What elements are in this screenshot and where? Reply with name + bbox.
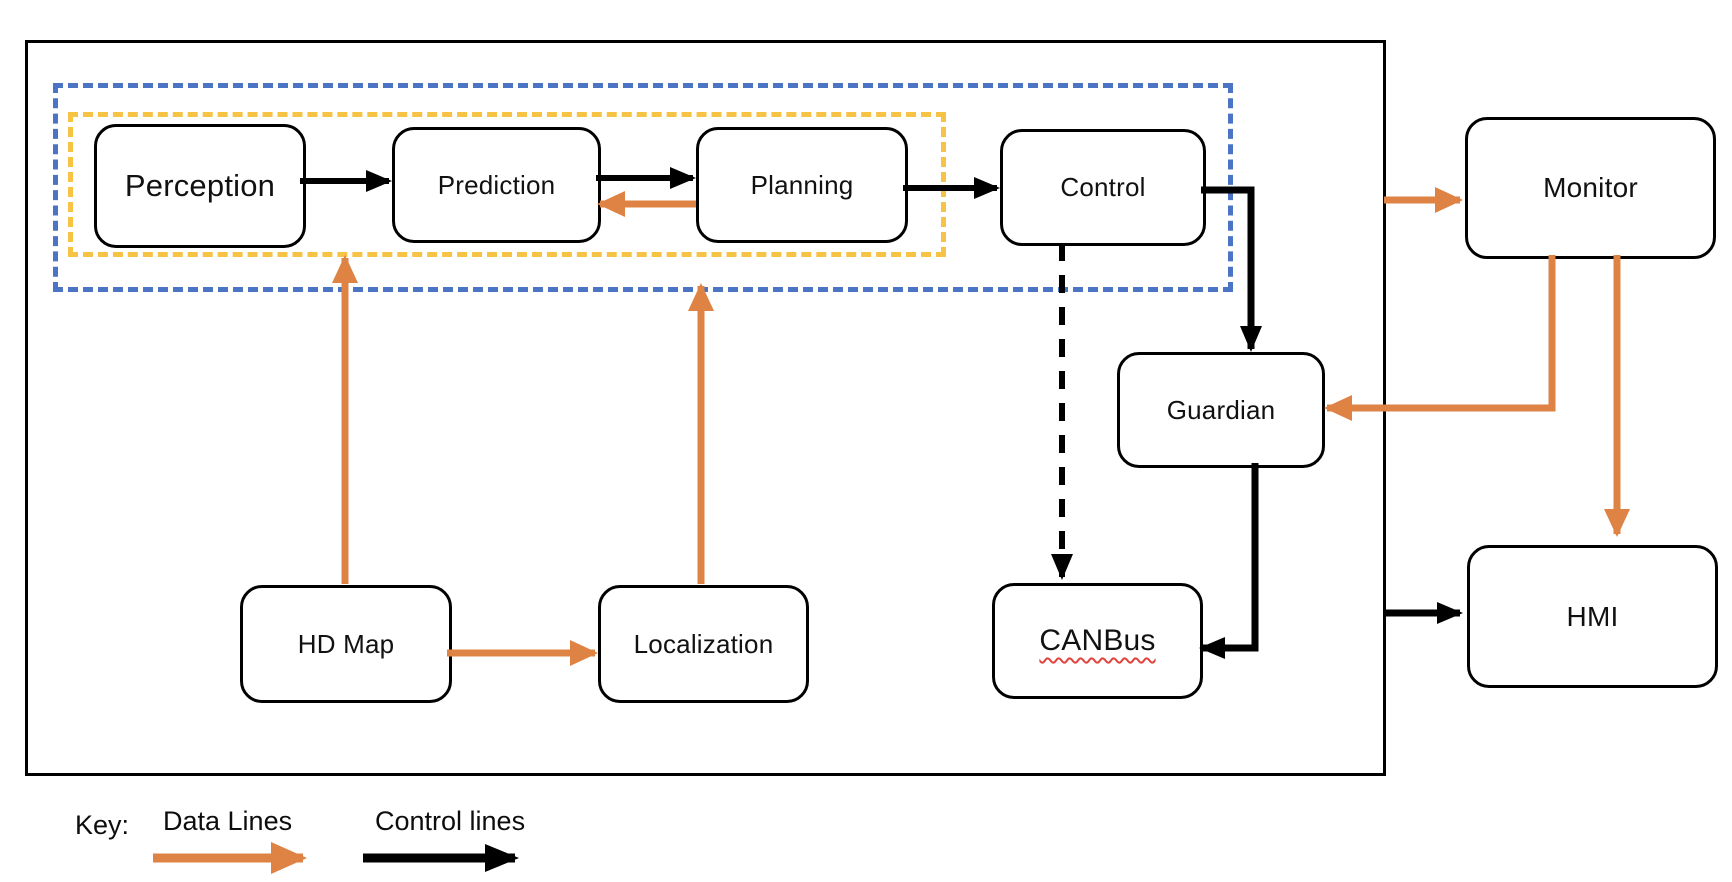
legend-control-lines-label: Control lines (375, 806, 526, 836)
node-hd-map: HD Map (240, 585, 452, 703)
node-guardian-label: Guardian (1166, 394, 1276, 425)
yellow-dashed-group-box (68, 112, 946, 257)
node-localization-label: Localization (633, 628, 774, 659)
node-hmi-label: HMI (1566, 600, 1619, 632)
node-control: Control (1000, 129, 1206, 246)
node-control-label: Control (1060, 172, 1146, 202)
node-hd-map-label: HD Map (297, 628, 395, 659)
node-prediction-label: Prediction (437, 169, 556, 200)
node-canbus-label: CANBus (1039, 624, 1156, 657)
legend-data-lines-label: Data Lines (163, 806, 293, 836)
legend-title: Key: (75, 810, 130, 840)
node-canbus: CANBus (992, 583, 1203, 699)
node-hmi: HMI (1467, 545, 1718, 688)
node-guardian: Guardian (1117, 352, 1325, 468)
node-perception: Perception (94, 124, 306, 248)
node-planning: Planning (696, 127, 908, 243)
node-monitor: Monitor (1465, 117, 1716, 259)
node-localization: Localization (598, 585, 809, 703)
node-monitor-label: Monitor (1543, 172, 1638, 203)
node-planning-label: Planning (750, 169, 854, 200)
node-prediction: Prediction (392, 127, 601, 243)
node-perception-label: Perception (124, 168, 276, 203)
